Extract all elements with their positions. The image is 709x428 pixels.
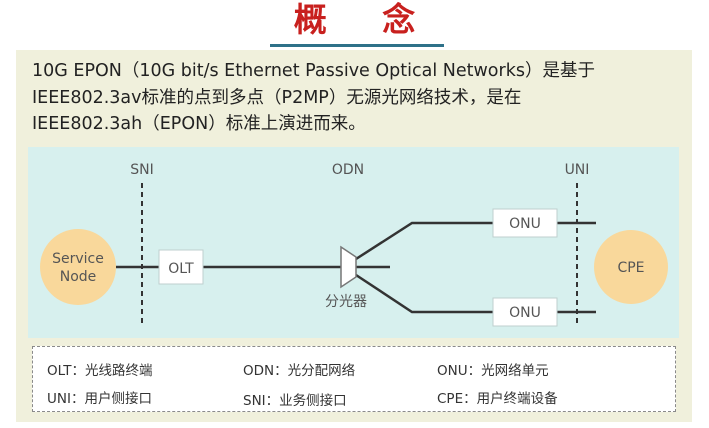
- legend-onu: ONU：光网络单元: [437, 363, 549, 379]
- olt-box: [158, 249, 204, 285]
- legend-sni: SNI：业务侧接口: [243, 393, 347, 409]
- legend-cpe: CPE：用户终端设备: [437, 391, 558, 407]
- uni-label: UNI: [565, 162, 590, 178]
- onu-box-top: [492, 208, 558, 238]
- splitter-icon: [340, 245, 357, 289]
- network-diagram-svg: SNI ODN UNI Service Node OLT 分光器 ONU ONU…: [28, 147, 679, 338]
- olt-label: OLT: [168, 261, 194, 277]
- diagram-background: [28, 147, 679, 338]
- cpe-circle: [594, 230, 668, 304]
- intro-paragraph: 10G EPON（10G bit/s Ethernet Passive Opti…: [32, 58, 680, 138]
- page-title: 概 念: [293, 0, 438, 39]
- network-diagram: SNI ODN UNI Service Node OLT 分光器 ONU ONU…: [28, 147, 679, 338]
- onu-label-top: ONU: [509, 216, 541, 232]
- legend-olt: OLT：光线路终端: [47, 363, 153, 379]
- title-underline: [270, 44, 444, 47]
- sni-label: SNI: [130, 162, 154, 178]
- onu-box-bottom: [492, 297, 558, 327]
- intro-line-3: IEEE802.3ah（EPON）标准上演进而来。: [32, 114, 366, 134]
- onu-label-bottom: ONU: [509, 305, 541, 321]
- legend-odn: ODN：光分配网络: [243, 363, 356, 379]
- odn-label: ODN: [332, 162, 364, 178]
- service-node-circle: [40, 229, 116, 305]
- legend-uni: UNI：用户侧接口: [47, 391, 152, 407]
- cpe-label: CPE: [617, 260, 644, 276]
- splitter-label: 分光器: [325, 294, 367, 310]
- service-node-label-line1: Service: [52, 251, 104, 267]
- legend-box: OLT：光线路终端 ODN：光分配网络 ONU：光网络单元 UNI：用户侧接口 …: [32, 346, 676, 412]
- intro-line-2: IEEE802.3av标准的点到多点（P2MP）无源光网络技术，是在: [32, 87, 522, 108]
- intro-line-1: 10G EPON（10G bit/s Ethernet Passive Opti…: [32, 61, 595, 81]
- service-node-label-line2: Node: [60, 269, 97, 285]
